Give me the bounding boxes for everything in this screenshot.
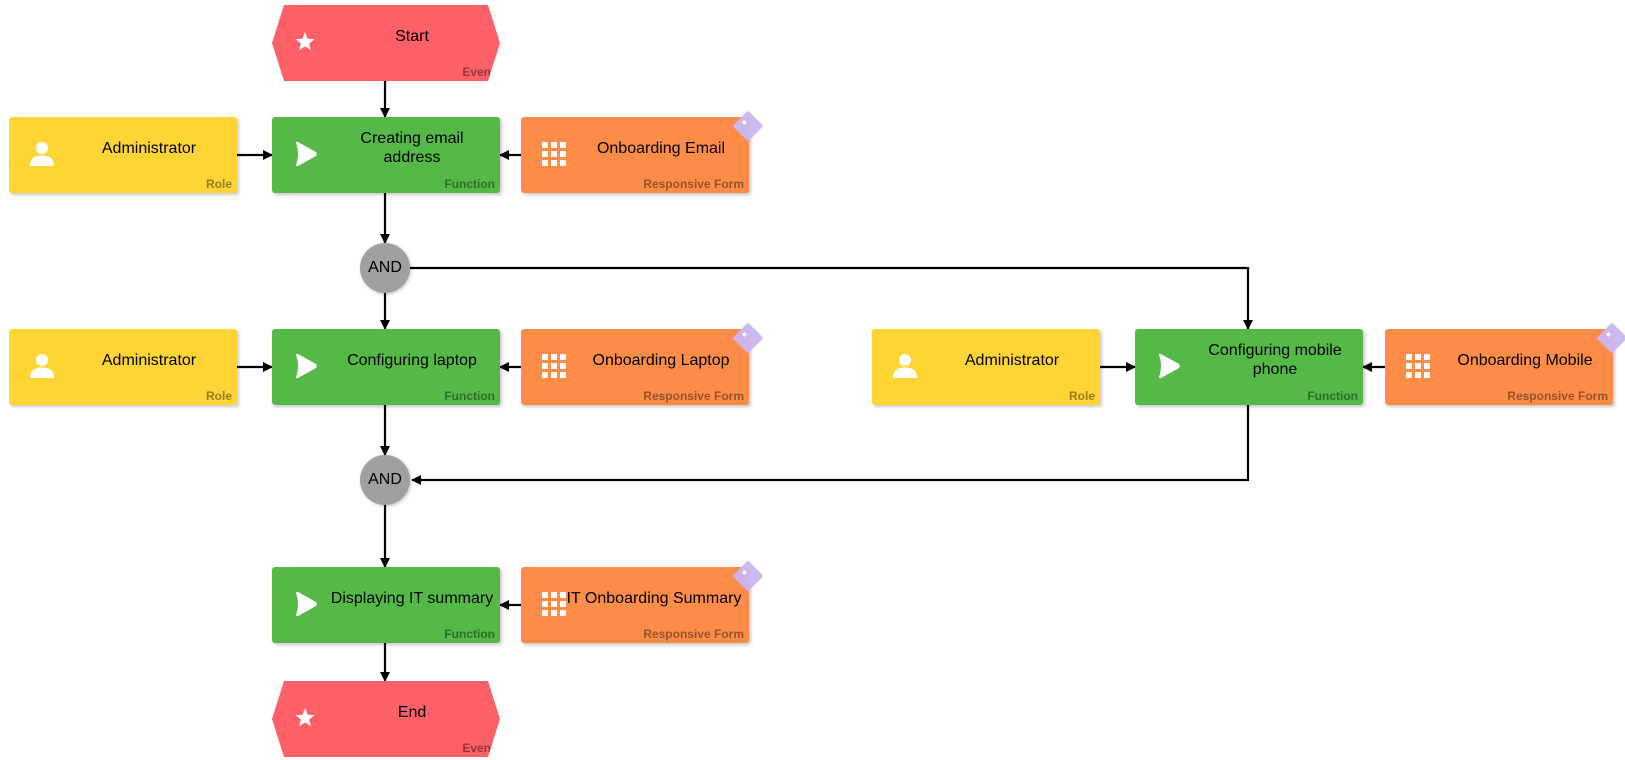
function-configuring-mobile-phone-label: Configuring mobile phone (1208, 342, 1342, 378)
and-join-gateway[interactable]: AND (360, 455, 410, 505)
start-event[interactable]: Start Event (272, 5, 500, 81)
function-configuring-laptop-label: Configuring laptop (347, 351, 477, 369)
star-icon (290, 703, 320, 733)
role-administrator-email[interactable]: Administrator Role (9, 117, 237, 193)
start-event-label: Start (395, 27, 429, 45)
play-icon (296, 353, 317, 379)
form-onboarding-laptop-label: Onboarding Laptop (592, 351, 730, 369)
form-it-onboarding-summary-type: Responsive Form (643, 627, 744, 641)
form-it-onboarding-summary-label: IT Onboarding Summary (566, 589, 742, 607)
end-event-label: End (397, 703, 427, 721)
form-onboarding-mobile[interactable]: Onboarding Mobile Responsive Form (1385, 322, 1625, 405)
role-administrator-mobile-type: Role (1068, 389, 1095, 403)
form-onboarding-laptop-type: Responsive Form (643, 389, 744, 403)
person-icon (30, 354, 54, 378)
person-icon (30, 142, 54, 166)
role-administrator-mobile-label: Administrator (964, 351, 1060, 369)
play-icon (1159, 353, 1180, 379)
role-administrator-mobile[interactable]: Administrator Role (872, 329, 1100, 405)
form-onboarding-email-type: Responsive Form (643, 177, 744, 191)
form-it-onboarding-summary[interactable]: IT Onboarding Summary Responsive Form (521, 560, 764, 643)
function-displaying-it-summary-type: Function (444, 627, 495, 641)
grid-icon (1406, 354, 1430, 378)
end-event[interactable]: End Event (272, 681, 500, 757)
star-icon (290, 27, 320, 57)
role-administrator-email-type: Role (205, 177, 232, 191)
form-onboarding-laptop[interactable]: Onboarding Laptop Responsive Form (521, 322, 764, 405)
function-configuring-mobile-phone-type: Function (1307, 389, 1358, 403)
form-onboarding-email-label: Onboarding Email (596, 139, 726, 157)
function-configuring-laptop[interactable]: Configuring laptop Function (272, 329, 500, 405)
connector-and-split-to-configuring-mobile (410, 266, 1253, 330)
and-split-gateway[interactable]: AND (360, 243, 410, 293)
start-event-type: Event (462, 65, 495, 79)
function-creating-email-address-type: Function (444, 177, 495, 191)
form-onboarding-email[interactable]: Onboarding Email Responsive Form (521, 110, 764, 193)
play-icon (296, 591, 317, 617)
role-administrator-laptop-label: Administrator (101, 351, 197, 369)
function-configuring-laptop-type: Function (444, 389, 495, 403)
connector-configuring-mobile-to-and-join (411, 405, 1250, 485)
grid-icon (542, 354, 566, 378)
function-configuring-mobile-phone[interactable]: Configuring mobile phone Function (1135, 329, 1363, 405)
role-administrator-email-label: Administrator (101, 139, 197, 157)
form-onboarding-mobile-type: Responsive Form (1507, 389, 1608, 403)
play-icon (296, 141, 317, 167)
function-displaying-it-summary-label: Displaying IT summary (330, 589, 494, 607)
end-event-type: Event (462, 741, 495, 755)
function-creating-email-address-label: Creating email address (360, 130, 464, 166)
function-displaying-it-summary[interactable]: Displaying IT summary Function (272, 567, 500, 643)
function-creating-email-address[interactable]: Creating email address Function (272, 117, 500, 193)
grid-icon (542, 592, 566, 616)
role-administrator-laptop-type: Role (205, 389, 232, 403)
role-administrator-laptop[interactable]: Administrator Role (9, 329, 237, 405)
person-icon (893, 354, 917, 378)
grid-icon (542, 142, 566, 166)
form-onboarding-mobile-label: Onboarding Mobile (1457, 351, 1593, 369)
